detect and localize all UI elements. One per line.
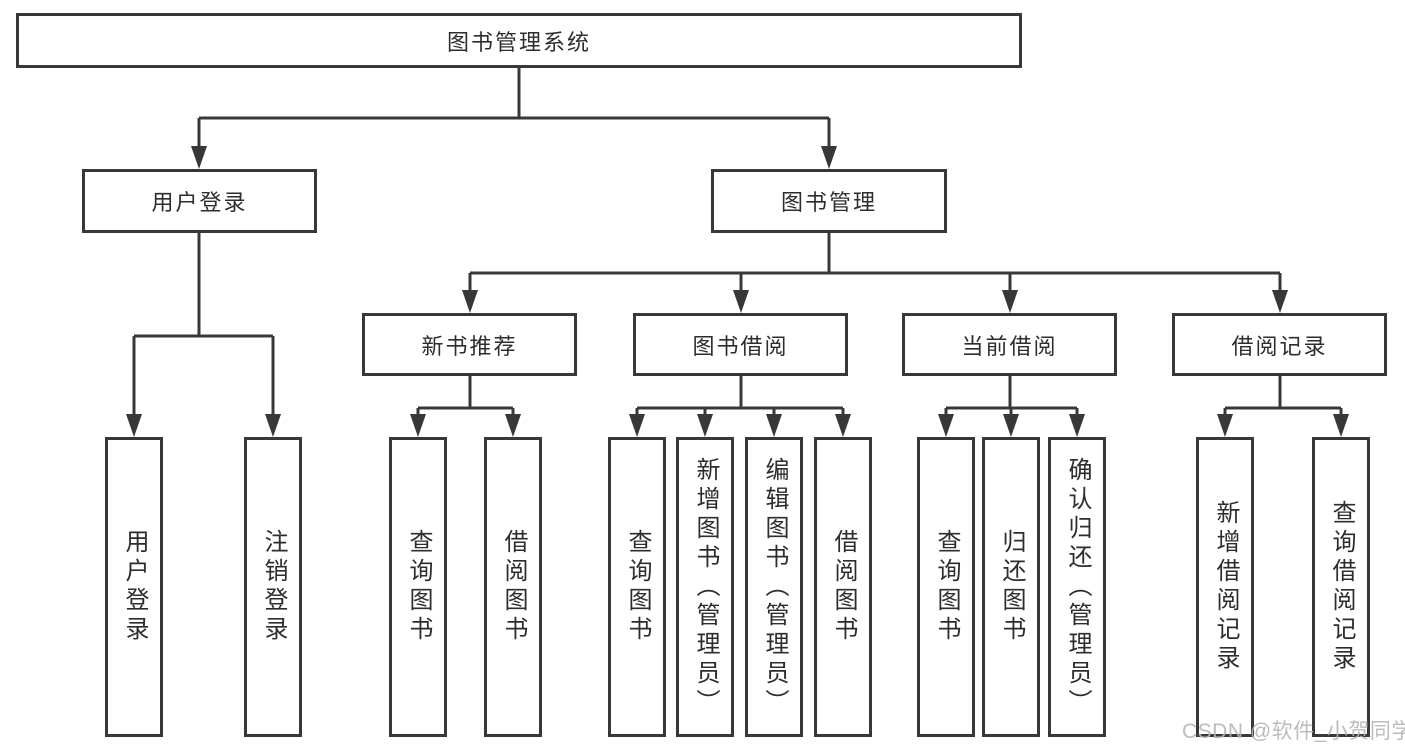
node-book-borrowing: 图书借阅 [633,313,848,376]
leaf-query-borrow-record: 查询借阅记录 [1312,437,1370,737]
leaf-confirm-return-admin: 确认归还（管理员） [1048,437,1106,737]
node-new-book-recommend: 新书推荐 [362,313,577,376]
node-book-management-label: 图书管理 [780,190,877,215]
leaf-query-borrow-record-label: 查询借阅记录 [1328,500,1355,674]
leaf-borrow-books-newbooks: 借阅图书 [484,437,542,737]
arrowheads [126,146,1349,437]
leaf-borrow-books-borrowing: 借阅图书 [814,437,872,737]
csdn-watermark: CSDN @软件_小贺同学 [1182,720,1405,743]
leaf-borrow-books-borrowing-label: 借阅图书 [830,529,857,645]
node-book-borrowing-label: 图书借阅 [692,333,789,359]
leaf-logout-label: 注销登录 [260,529,287,645]
leaf-user-login-label: 用户登录 [121,529,148,645]
leaf-query-books-current: 查询图书 [917,437,975,737]
node-borrow-records: 借阅记录 [1172,313,1387,376]
leaf-query-books-newbooks-label: 查询图书 [405,529,432,645]
leaf-logout: 注销登录 [244,437,302,737]
leaf-query-books-current-label: 查询图书 [933,529,960,645]
leaf-edit-book-admin: 编辑图书（管理员） [745,437,803,737]
leaf-confirm-return-admin-label: 确认归还（管理员） [1064,456,1091,718]
node-current-borrowing: 当前借阅 [902,313,1117,376]
leaf-add-book-admin: 新增图书（管理员） [676,437,734,737]
leaf-add-borrow-record: 新增借阅记录 [1196,437,1254,737]
leaf-return-book: 归还图书 [982,437,1040,737]
node-new-book-recommend-label: 新书推荐 [421,333,518,359]
leaf-edit-book-admin-label: 编辑图书（管理员） [761,456,788,718]
node-user-login-label: 用户登录 [151,190,248,215]
leaf-add-book-admin-label: 新增图书（管理员） [692,456,719,718]
node-borrow-records-label: 借阅记录 [1231,333,1328,359]
node-root-label: 图书管理系统 [446,29,591,55]
node-book-management: 图书管理 [711,169,947,233]
leaf-user-login: 用户登录 [105,437,163,737]
node-current-borrowing-label: 当前借阅 [961,333,1058,359]
leaf-add-borrow-record-label: 新增借阅记录 [1212,500,1239,674]
leaf-query-books-borrowing: 查询图书 [608,437,666,737]
node-root-system: 图书管理系统 [16,13,1022,68]
leaf-borrow-books-newbooks-label: 借阅图书 [500,529,527,645]
node-user-login: 用户登录 [82,169,317,233]
leaf-query-books-borrowing-label: 查询图书 [624,529,651,645]
leaf-return-book-label: 归还图书 [998,529,1025,645]
leaf-query-books-newbooks: 查询图书 [389,437,447,737]
